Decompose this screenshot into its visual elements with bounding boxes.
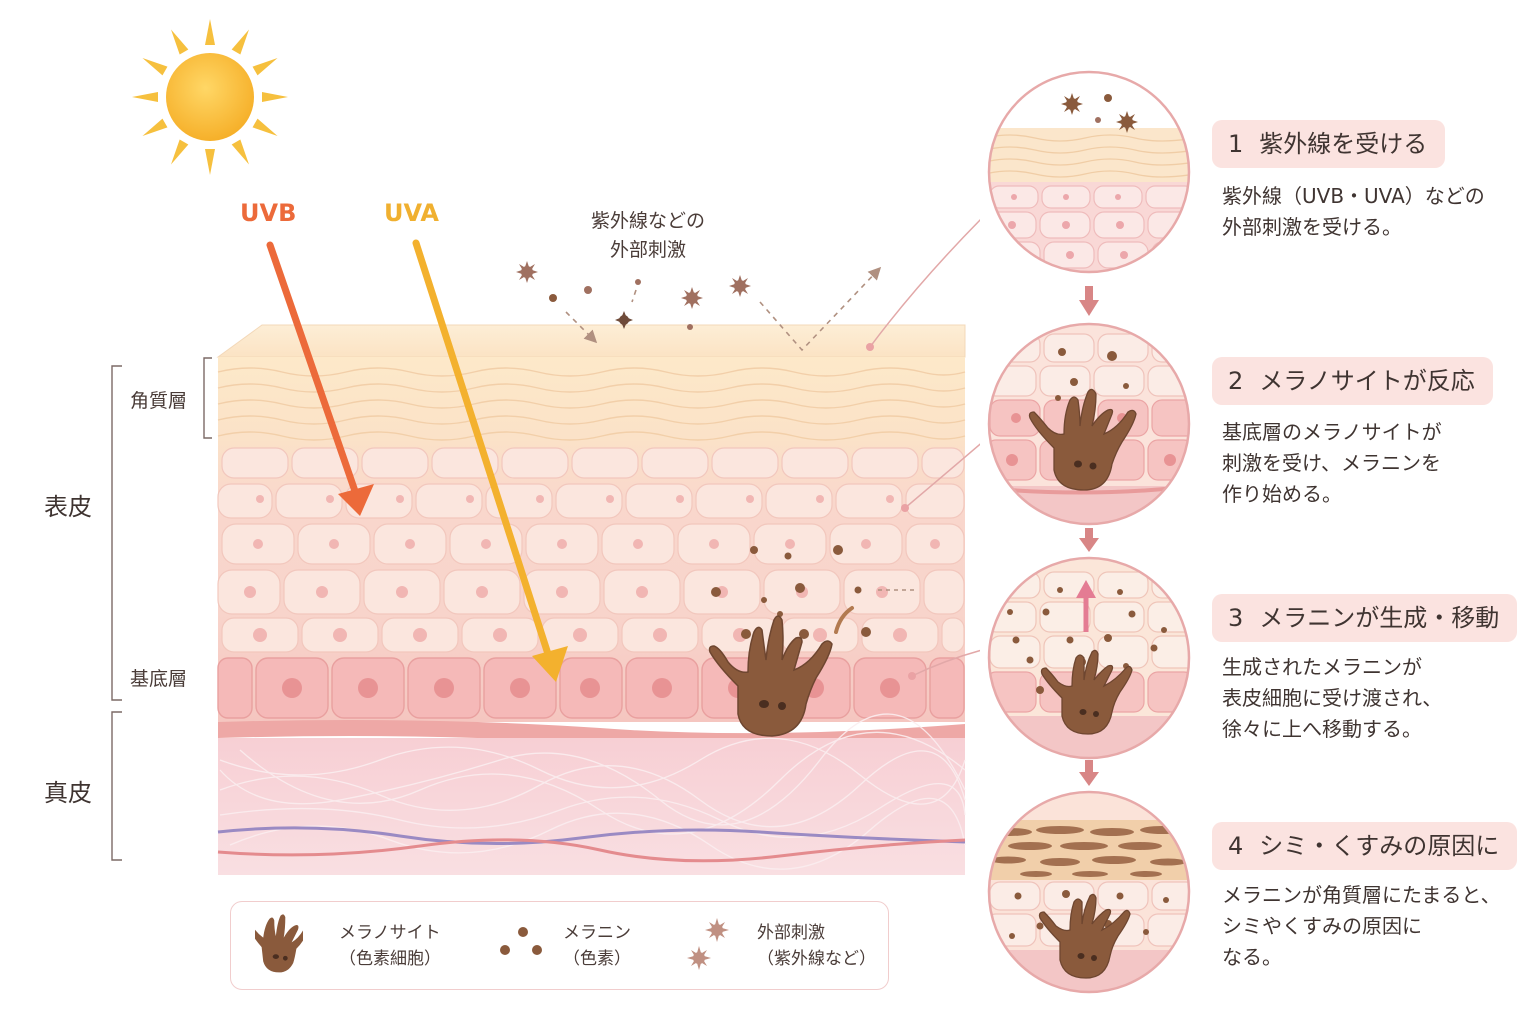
step3-desc-line2: 表皮細胞に受け渡され、 <box>1222 686 1443 710</box>
legend-melanocyte-line1: メラノサイト <box>339 923 441 943</box>
step1-title-text: 紫外線を受ける <box>1259 130 1428 158</box>
step-arrow-1-2 <box>1079 286 1099 316</box>
step1-desc-line1: 紫外線（UVB・UVA）などの <box>1222 184 1485 208</box>
step4-title-text: シミ・くすみの原因に <box>1259 832 1500 860</box>
step3-title: 3 メラニンが生成・移動 <box>1212 594 1518 642</box>
step2-number: 2 <box>1228 367 1244 395</box>
stimulus-label-line2: 外部刺激 <box>609 239 686 261</box>
stimulus-label: 紫外線などの 外部刺激 <box>578 207 718 265</box>
vessel-vein <box>217 826 966 846</box>
step4-desc-line3: なる。 <box>1222 945 1282 969</box>
vessel-artery <box>217 838 966 863</box>
step1-description: 紫外線（UVB・UVA）などの 外部刺激を受ける。 <box>1222 181 1485 243</box>
legend-melanocyte-line2: （色素細胞） <box>339 949 441 969</box>
legend: メラノサイト （色素細胞） メラニン （色素） 外部刺激 （紫外線など） <box>230 901 889 990</box>
step4-desc-line2: シミやくすみの原因に <box>1222 914 1422 938</box>
step2-desc-line2: 刺激を受け、メラニンを <box>1222 451 1441 475</box>
sun-icon <box>132 19 288 175</box>
stimulus-label-line1: 紫外線などの <box>590 210 705 232</box>
melanin-icon <box>500 927 542 955</box>
step4-description: メラニンが角質層にたまると、 シミやくすみの原因に なる。 <box>1222 880 1501 973</box>
skin-cross-section <box>111 219 980 875</box>
uvb-label: UVB <box>240 199 297 227</box>
legend-stimulus-line1: 外部刺激 <box>757 923 825 943</box>
step4-number: 4 <box>1228 832 1244 860</box>
step-arrow-2-3 <box>1079 528 1099 552</box>
step2-title-text: メラノサイトが反応 <box>1259 367 1475 395</box>
dermis-label: 真皮 <box>44 779 92 807</box>
step2-title: 2 メラノサイトが反応 <box>1212 357 1493 405</box>
step2-desc-line3: 作り始める。 <box>1222 482 1342 506</box>
step3-circle <box>989 558 1189 758</box>
legend-melanin-line1: メラニン <box>563 923 631 943</box>
step4-desc-line1: メラニンが角質層にたまると、 <box>1222 883 1501 907</box>
step2-desc-line1: 基底層のメラノサイトが <box>1222 420 1442 444</box>
legend-stimulus-line2: （紫外線など） <box>757 949 876 969</box>
step1-desc-line2: 外部刺激を受ける。 <box>1222 215 1402 239</box>
epidermis-label: 表皮 <box>44 493 92 521</box>
step3-number: 3 <box>1228 604 1244 632</box>
step3-desc-line1: 生成されたメラニンが <box>1222 655 1422 679</box>
step3-description: 生成されたメラニンが 表皮細胞に受け渡され、 徐々に上へ移動する。 <box>1222 652 1442 745</box>
step-arrow-3-4 <box>1079 760 1099 786</box>
legend-melanocyte-text: メラノサイト （色素細胞） <box>339 920 441 972</box>
step1-number: 1 <box>1228 130 1244 158</box>
step4-title: 4 シミ・くすみの原因に <box>1212 822 1518 870</box>
basal-layer-label: 基底層 <box>130 668 188 690</box>
legend-melanin-line2: （色素） <box>563 949 631 969</box>
step3-desc-line3: 徐々に上へ移動する。 <box>1222 717 1422 741</box>
step2-description: 基底層のメラノサイトが 刺激を受け、メラニンを 作り始める。 <box>1222 417 1442 510</box>
upward-arrow <box>1076 580 1096 632</box>
stratum-corneum-label: 角質層 <box>130 390 188 412</box>
uvb-arrow <box>266 241 374 516</box>
step1-title: 1 紫外線を受ける <box>1212 120 1446 168</box>
step3-title-text: メラニンが生成・移動 <box>1259 604 1500 632</box>
legend-melanin-text: メラニン （色素） <box>563 920 631 972</box>
legend-stimulus-text: 外部刺激 （紫外線など） <box>757 920 876 972</box>
uva-arrow <box>412 239 568 682</box>
stimulus-icon <box>687 918 729 970</box>
melanocyte-icon <box>255 914 303 973</box>
melanocyte-cell <box>708 615 833 737</box>
uva-label: UVA <box>384 199 440 227</box>
step-circles <box>987 70 1191 994</box>
